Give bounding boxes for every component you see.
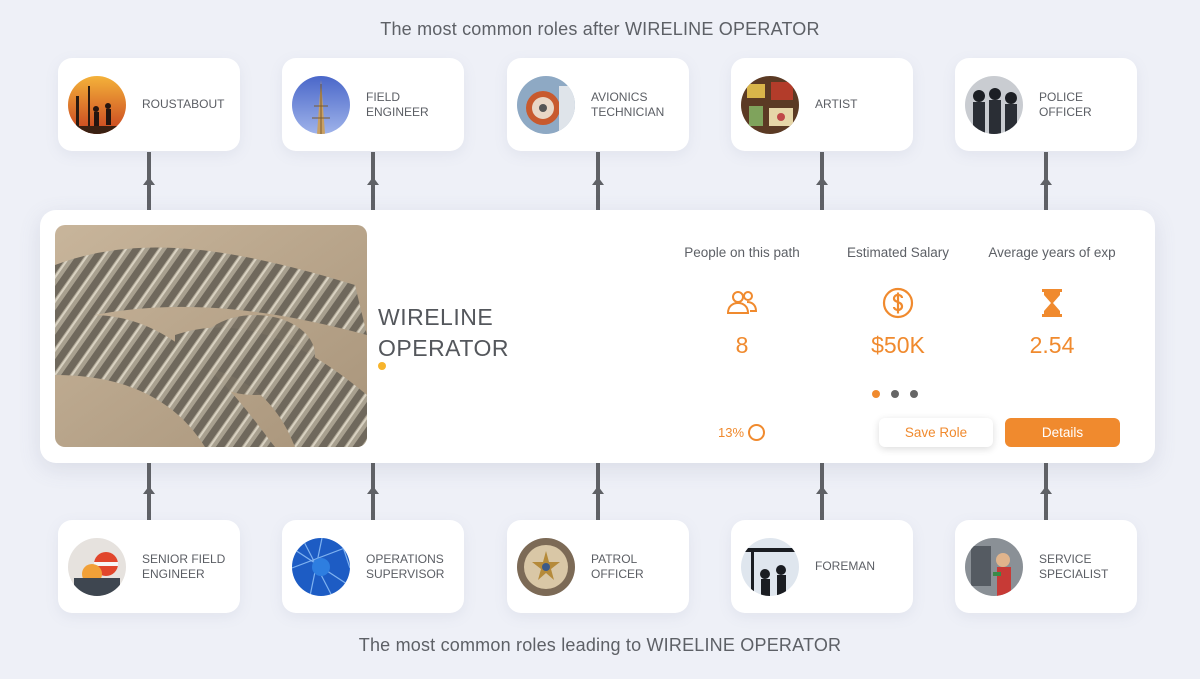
previous-role-card-foreman[interactable]: FOREMAN: [731, 520, 913, 613]
arrow-up-icon: [1040, 486, 1052, 494]
arrow-up-icon: [1040, 177, 1052, 185]
stat-value: 2.54: [1029, 332, 1075, 358]
previous-role-card-operations-supervisor[interactable]: OPERATIONS SUPERVISOR: [282, 520, 464, 613]
pager-dot[interactable]: [891, 390, 899, 398]
stat-experience: Average years of exp 2.54: [972, 245, 1132, 359]
next-role-label: POLICE OFFICER: [1039, 89, 1092, 119]
previous-role-card-senior-field-engineer[interactable]: SENIOR FIELD ENGINEER: [58, 520, 240, 613]
stat-label: Estimated Salary: [846, 245, 950, 260]
next-role-card-avionics-technician[interactable]: AVIONICS TECHNICIAN: [507, 58, 689, 151]
next-roles-heading: The most common roles after WIRELINE OPE…: [380, 19, 820, 39]
operations-supervisor-photo: [292, 537, 350, 596]
status-dot: [378, 362, 386, 370]
previous-role-label: SERVICE SPECIALIST: [1039, 551, 1109, 581]
next-role-label: AVIONICS TECHNICIAN: [591, 89, 665, 119]
police-officer-photo: [965, 75, 1023, 134]
arrow-up-icon: [367, 486, 379, 494]
previous-role-card-service-specialist[interactable]: SERVICE SPECIALIST: [955, 520, 1137, 613]
next-role-label: ROUSTABOUT: [142, 97, 225, 111]
progress-ring-icon: [748, 424, 766, 441]
previous-role-label: SENIOR FIELD ENGINEER: [142, 551, 226, 581]
stat-label: People on this path: [684, 245, 800, 260]
hourglass-icon: [1035, 286, 1069, 320]
stat-label: Average years of exp: [988, 245, 1116, 260]
previous-role-label: PATROL OFFICER: [591, 551, 644, 581]
next-role-card-field-engineer[interactable]: FIELD ENGINEER: [282, 58, 464, 151]
next-role-card-police-officer[interactable]: POLICE OFFICER: [955, 58, 1137, 151]
dollar-icon: [881, 286, 915, 320]
people-icon: [725, 286, 759, 320]
patrol-officer-photo: [517, 537, 575, 596]
arrow-up-icon: [816, 177, 828, 185]
pager-dot-active[interactable]: [872, 390, 880, 398]
stat-salary: Estimated Salary $50K: [818, 245, 978, 359]
stat-people: People on this path 8: [662, 245, 822, 359]
current-role-card: WIRELINE OPERATOR People on this path 8 …: [40, 210, 1155, 463]
previous-role-card-patrol-officer[interactable]: PATROL OFFICER: [507, 520, 689, 613]
stat-value: $50K: [871, 332, 925, 358]
pager-dot[interactable]: [910, 390, 918, 398]
previous-roles-heading: The most common roles leading to WIRELIN…: [358, 635, 842, 655]
previous-role-label: FOREMAN: [815, 559, 875, 573]
foreman-photo: [741, 537, 799, 596]
arrow-up-icon: [592, 486, 604, 494]
next-role-label: FIELD ENGINEER: [366, 89, 429, 119]
role-title: WIRELINE OPERATOR: [378, 304, 509, 361]
wire-rope-photo: [55, 225, 367, 447]
arrow-up-icon: [816, 486, 828, 494]
arrow-up-icon: [143, 177, 155, 185]
field-engineer-photo: [292, 75, 350, 134]
save-role-button[interactable]: Save Role: [879, 418, 993, 447]
arrow-up-icon: [367, 177, 379, 185]
service-specialist-photo: [965, 537, 1023, 596]
next-role-card-roustabout[interactable]: ROUSTABOUT: [58, 58, 240, 151]
next-role-card-artist[interactable]: ARTIST: [731, 58, 913, 151]
avionics-technician-photo: [517, 75, 575, 134]
artist-photo: [741, 75, 799, 134]
arrow-up-icon: [592, 177, 604, 185]
details-button[interactable]: Details: [1005, 418, 1120, 447]
arrow-up-icon: [143, 486, 155, 494]
match-progress: 13%: [718, 424, 766, 441]
stat-value: 8: [735, 332, 749, 358]
senior-field-engineer-photo: [68, 537, 126, 596]
stats-pager: [872, 390, 918, 398]
next-role-label: ARTIST: [815, 97, 858, 111]
roustabout-photo: [68, 75, 126, 134]
previous-role-label: OPERATIONS SUPERVISOR: [366, 551, 445, 581]
match-percent: 13%: [718, 425, 745, 440]
